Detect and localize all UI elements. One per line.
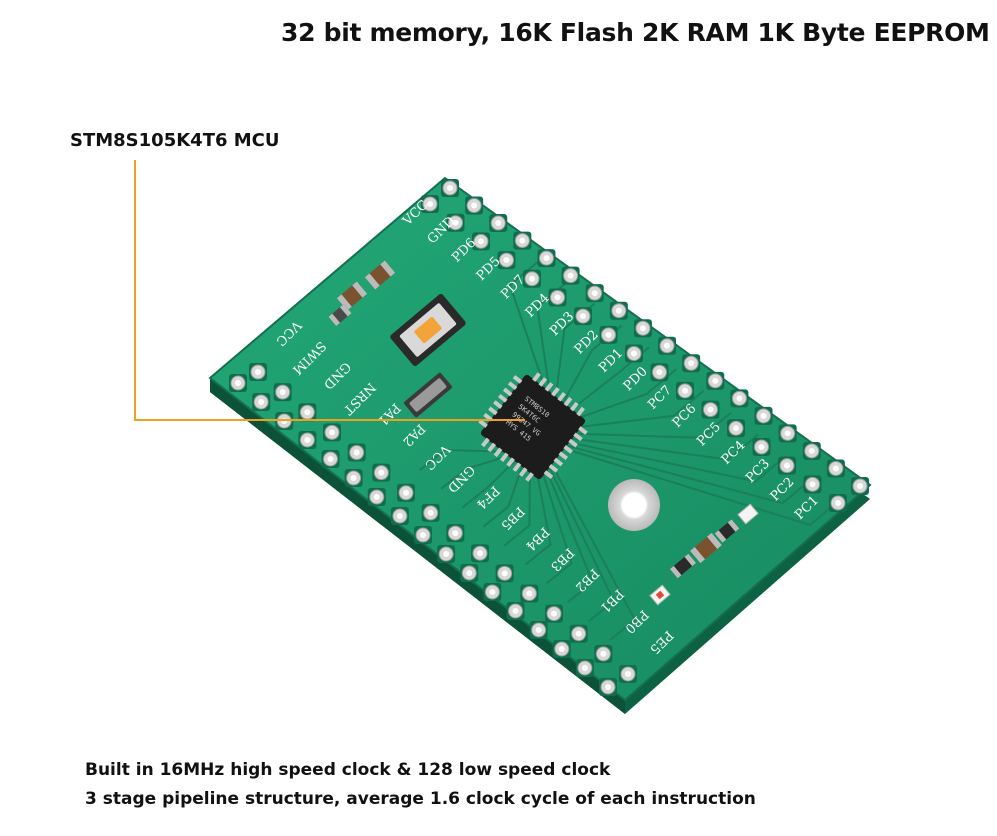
header-pad <box>633 319 652 338</box>
header-pad <box>483 583 502 601</box>
header-pad <box>706 371 725 390</box>
header-pad <box>658 336 677 355</box>
header-pad <box>529 621 548 639</box>
header-pad <box>730 389 749 408</box>
header-pad <box>471 544 489 563</box>
header-pad <box>599 325 618 344</box>
mcu-callout-label: STM8S105K4T6 MCU <box>70 130 280 151</box>
header-pad <box>513 231 532 250</box>
header-pad <box>367 488 386 506</box>
header-pad <box>545 604 563 623</box>
header-pad <box>347 443 366 462</box>
feature-line-clock: Built in 16MHz high speed clock & 128 lo… <box>85 760 611 780</box>
header-pad <box>437 545 456 563</box>
feature-line-pipeline: 3 stage pipeline structure, average 1.6 … <box>85 789 756 809</box>
smd-capacitors <box>328 260 396 327</box>
header-pad <box>802 441 821 460</box>
header-pad <box>574 307 592 326</box>
header-pad <box>520 584 539 603</box>
header-pad <box>465 196 484 215</box>
header-pad <box>523 269 541 288</box>
header-pad <box>752 437 771 456</box>
header-pad <box>851 477 869 495</box>
header-pad <box>472 232 490 251</box>
header-pad <box>390 507 409 525</box>
header-pad <box>489 214 508 233</box>
header-pad <box>778 424 797 443</box>
callout-line <box>134 160 525 421</box>
header-pad <box>446 524 465 543</box>
header-pad <box>826 459 845 478</box>
header-pad <box>441 179 459 197</box>
header-pad <box>495 564 514 583</box>
header-pad <box>585 284 604 303</box>
header-pad <box>446 213 465 232</box>
header-pad <box>594 644 613 663</box>
header-pad <box>323 423 341 442</box>
page-title: 32 bit memory, 16K Flash 2K RAM 1K Byte … <box>281 18 990 47</box>
reset-button <box>390 294 466 366</box>
header-pad <box>803 475 822 494</box>
header-pad <box>754 406 773 425</box>
header-pad <box>575 659 594 677</box>
header-pad <box>548 288 567 307</box>
small-component <box>404 372 452 418</box>
header-pad <box>497 251 516 270</box>
header-pad <box>609 301 628 320</box>
header-pad <box>727 419 745 438</box>
header-pad <box>537 249 556 268</box>
header-pad <box>650 363 669 382</box>
header-pad <box>344 469 363 487</box>
header-pad <box>397 483 415 502</box>
header-pad <box>682 354 701 373</box>
header-pad <box>625 344 643 363</box>
header-pad <box>321 450 340 468</box>
header-pad <box>273 383 292 402</box>
header-pad <box>249 363 267 381</box>
header-pad <box>569 624 588 643</box>
header-pad <box>460 564 479 582</box>
header-pad <box>421 503 440 522</box>
header-pad <box>676 381 694 400</box>
header-pad <box>506 602 525 620</box>
header-pad <box>829 494 847 512</box>
header-pad <box>701 400 720 419</box>
header-pad <box>552 640 571 658</box>
smd-components-br <box>649 503 759 606</box>
header-pad <box>778 456 796 475</box>
header-pad <box>298 431 317 449</box>
header-pad <box>561 266 580 285</box>
header-pad <box>229 374 247 392</box>
header-pad <box>619 665 637 683</box>
header-pad <box>421 195 439 213</box>
header-pad <box>414 526 432 544</box>
header-pad <box>372 463 391 482</box>
header-pad <box>599 678 617 696</box>
header-pad <box>298 403 317 422</box>
header-pad <box>252 393 271 411</box>
